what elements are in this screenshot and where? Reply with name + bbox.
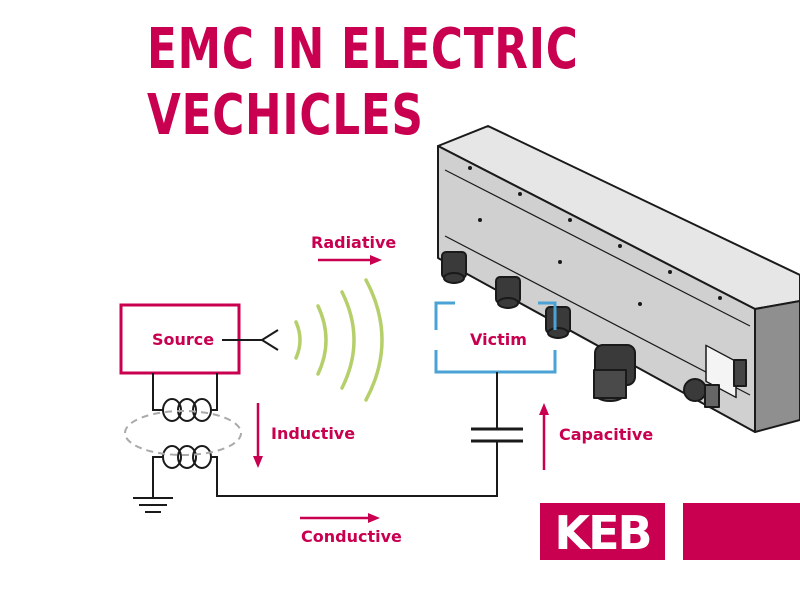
inverter-device-illustration (437, 125, 800, 433)
source-label: Source (152, 330, 215, 349)
connector-group (441, 251, 747, 408)
inductive-coupling-coils (152, 373, 498, 497)
source-box (119, 303, 241, 375)
inductive-arrow (253, 403, 263, 468)
title-line-1: EMC IN ELECTRIC (147, 17, 579, 82)
radiative-waves (294, 278, 384, 402)
source-antenna (222, 329, 279, 351)
keb-logo-bar (683, 503, 800, 560)
title-line-2: VECHICLES (147, 83, 424, 148)
radiative-label: Radiative (311, 233, 397, 252)
keb-logo: KEB (540, 503, 665, 560)
victim-box (434, 301, 557, 374)
conductive-label: Conductive (301, 527, 402, 546)
keb-logo-text: KEB (554, 506, 652, 560)
ground-icon (133, 494, 173, 513)
capacitor-symbol (471, 372, 523, 443)
victim-label: Victim (470, 330, 527, 349)
conductive-arrow (300, 513, 380, 523)
inductive-label: Inductive (271, 424, 356, 443)
capacitive-label: Capacitive (559, 425, 654, 444)
coupling-ellipse (124, 410, 242, 456)
capacitive-arrow (539, 403, 549, 470)
radiative-arrow (318, 255, 382, 265)
